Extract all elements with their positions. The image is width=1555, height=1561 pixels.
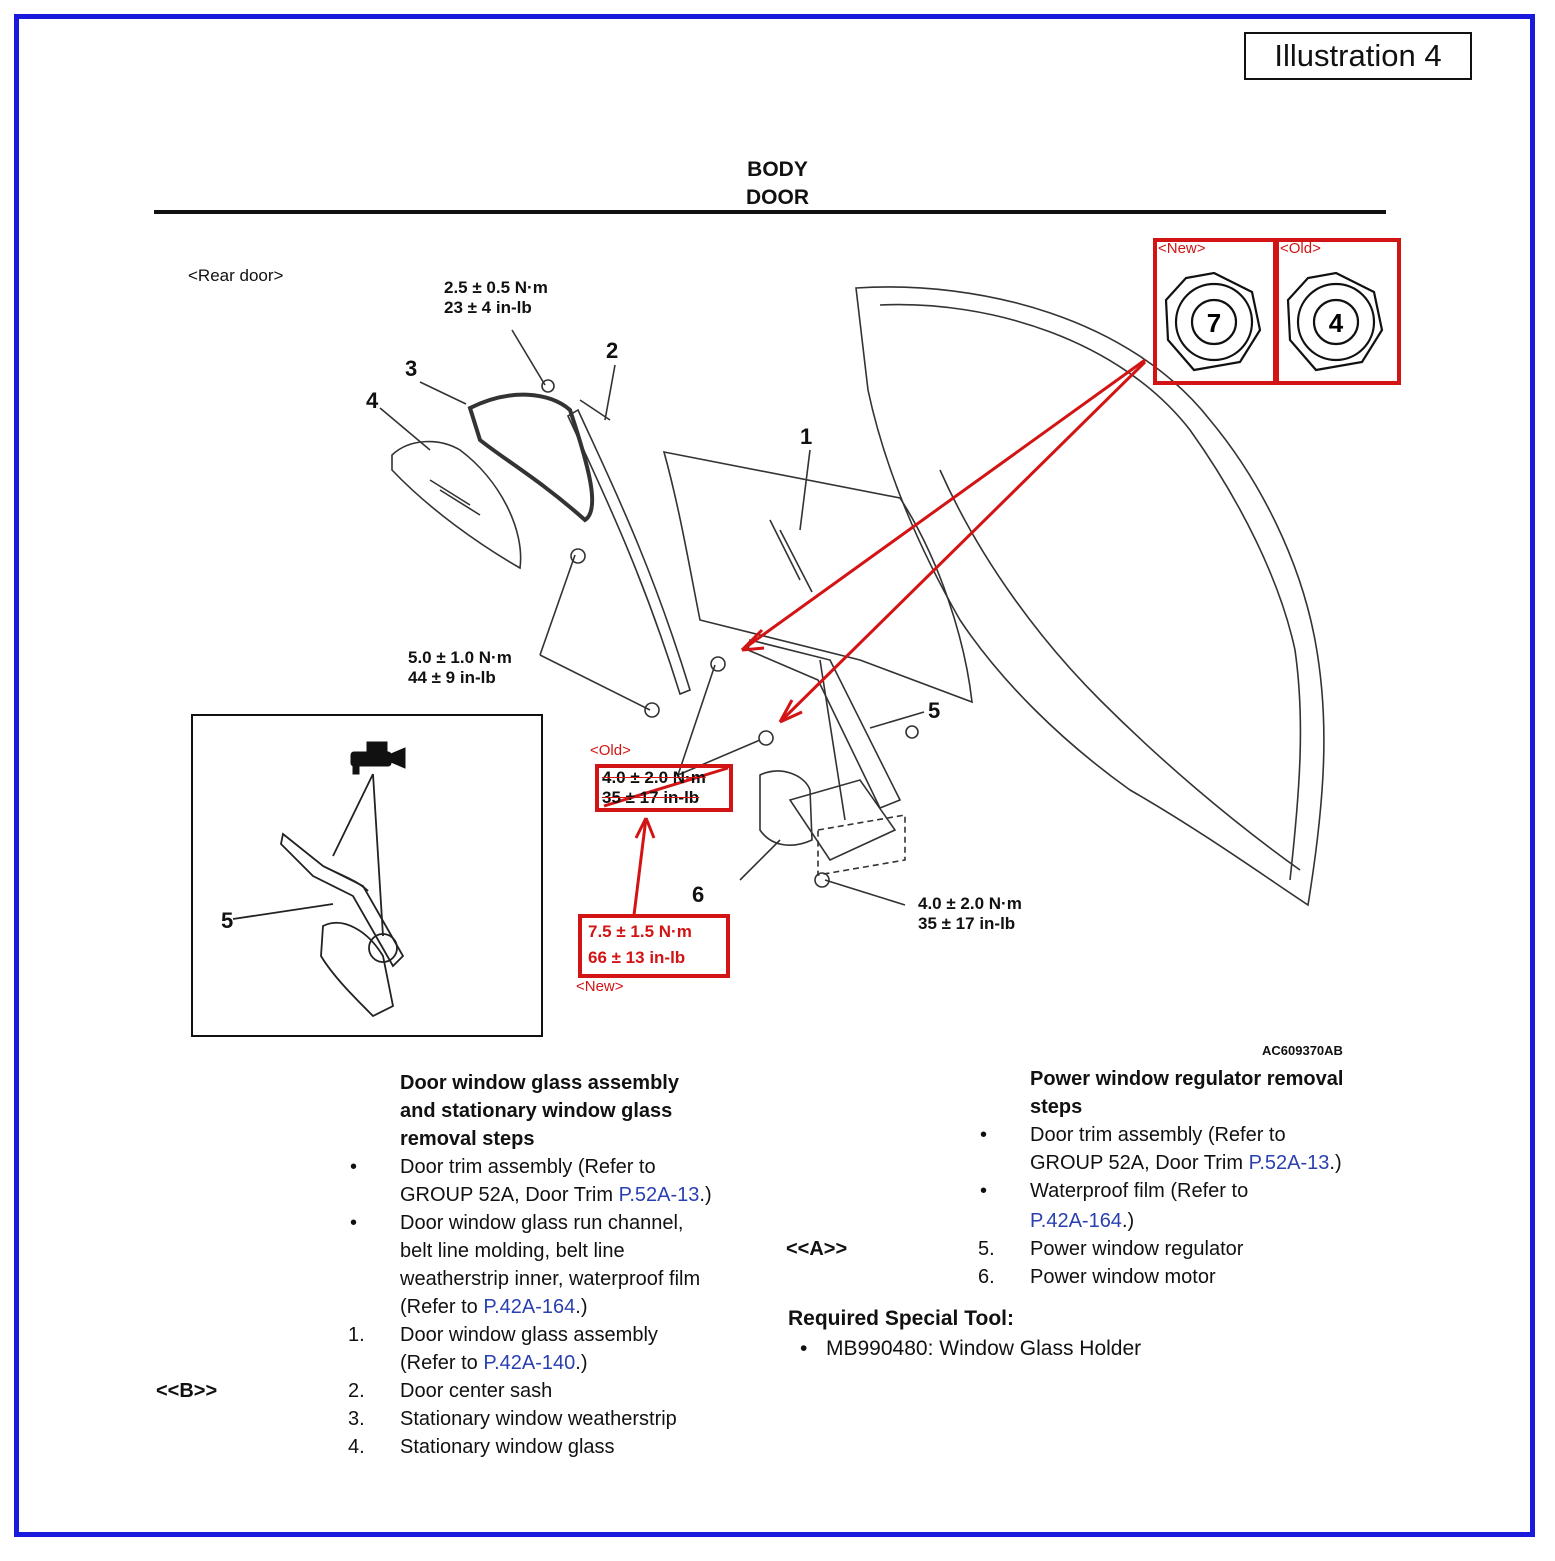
arrow-to-upper-bolt xyxy=(741,358,1146,652)
link-p42a-164-right[interactable]: P.42A-164 xyxy=(1030,1210,1122,1232)
regulator-detail-inset: 5 xyxy=(191,714,543,1037)
arrow-new-to-old xyxy=(632,817,648,916)
left-b1-line2: GROUP 52A, Door Trim P.52A-13.) xyxy=(400,1184,712,1206)
step-4-number: 4. xyxy=(348,1436,365,1458)
torque-mid-nm: 5.0 ± 1.0 N·m xyxy=(408,648,512,667)
torque-bottom-nm: 4.0 ± 2.0 N·m xyxy=(918,894,1022,913)
step-1-line2: (Refer to P.42A-140.) xyxy=(400,1352,588,1374)
inset-callout-5: 5 xyxy=(221,908,234,933)
arrow-to-lower-bolt xyxy=(778,360,1147,724)
callout-4: 4 xyxy=(366,388,379,413)
step-3-text: Stationary window weatherstrip xyxy=(400,1408,677,1430)
marker-a: <<A>> xyxy=(786,1238,848,1260)
bolt-old-head-icon xyxy=(1286,271,1384,372)
left-b2-line3: weatherstrip inner, waterproof film xyxy=(400,1268,701,1290)
callout-3: 3 xyxy=(405,356,418,381)
step-2-number: 2. xyxy=(348,1380,365,1402)
step-6-number: 6. xyxy=(978,1266,995,1288)
page-frame xyxy=(14,14,1535,1537)
step-1-number: 1. xyxy=(348,1324,365,1346)
torque-top-nm: 2.5 ± 0.5 N·m xyxy=(444,278,548,297)
callout-2: 2 xyxy=(606,338,619,363)
right-section-title-1: Power window regulator removal xyxy=(1030,1068,1344,1090)
torque-top-inlb: 23 ± 4 in-lb xyxy=(444,298,532,317)
step-5-number: 5. xyxy=(978,1238,995,1260)
left-b2-line4: (Refer to P.42A-164.) xyxy=(400,1296,588,1318)
marker-b: <<B>> xyxy=(156,1380,218,1402)
step-4-text: Stationary window glass xyxy=(400,1436,615,1458)
header-rule xyxy=(154,210,1386,214)
door-center-sash-2 xyxy=(566,408,691,696)
left-b2-line2: belt line molding, belt line xyxy=(400,1240,625,1262)
stationary-window-weatherstrip-3 xyxy=(467,392,595,523)
step-3-number: 3. xyxy=(348,1408,365,1430)
link-p52a-13-right[interactable]: P.52A-13 xyxy=(1248,1152,1330,1174)
old-torque-nm: 4.0 ± 2.0 N·m xyxy=(602,768,706,787)
tag-old-torque: <Old> xyxy=(590,742,631,759)
illustration-label: Illustration 4 xyxy=(1244,32,1472,80)
bullet-icon: • xyxy=(980,1180,988,1202)
special-tool-item: MB990480: Window Glass Holder xyxy=(826,1337,1142,1360)
new-torque-inlb: 66 ± 13 in-lb xyxy=(588,948,686,967)
step-2-text: Door center sash xyxy=(400,1380,553,1402)
torque-bottom-inlb: 35 ± 17 in-lb xyxy=(918,914,1016,933)
bolt-new-mark: 7 xyxy=(1207,308,1221,338)
grease-gun-icon xyxy=(350,741,406,775)
tag-old-bolt: <Old> xyxy=(1280,240,1321,257)
power-window-motor-6 xyxy=(759,770,813,846)
bullet-icon: • xyxy=(350,1212,358,1234)
step-1-line1: Door window glass assembly xyxy=(400,1324,658,1346)
link-p42a-140[interactable]: P.42A-140 xyxy=(483,1352,576,1374)
section-title-body: BODY xyxy=(747,158,808,181)
old-torque-inlb: 35 ± 17 in-lb xyxy=(602,788,700,807)
right-b2-line1: Waterproof film (Refer to xyxy=(1030,1180,1249,1202)
bullet-icon: • xyxy=(350,1156,358,1178)
link-p42a-164[interactable]: P.42A-164 xyxy=(483,1296,576,1318)
tag-new-bolt: <New> xyxy=(1158,240,1206,257)
bolt-old-mark: 4 xyxy=(1329,308,1344,338)
left-b1-line1: Door trim assembly (Refer to xyxy=(400,1156,656,1178)
callout-1: 1 xyxy=(800,424,813,449)
step-6-text: Power window motor xyxy=(1030,1266,1216,1288)
stationary-window-glass-4 xyxy=(391,440,522,570)
bolt-new-head-icon xyxy=(1164,271,1262,372)
link-p52a-13[interactable]: P.52A-13 xyxy=(618,1184,700,1206)
tag-new-torque: <New> xyxy=(576,978,624,995)
section-title-door: DOOR xyxy=(746,186,809,209)
left-b2-line1: Door window glass run channel, xyxy=(400,1212,684,1234)
left-section-title-3: removal steps xyxy=(400,1128,535,1150)
new-bolt-box xyxy=(1153,238,1277,385)
bullet-icon: • xyxy=(980,1124,988,1146)
callout-6: 6 xyxy=(692,882,705,907)
right-section-title-2: steps xyxy=(1030,1096,1083,1118)
callout-5: 5 xyxy=(928,698,941,723)
left-section-title-2: and stationary window glass xyxy=(400,1100,673,1122)
new-torque-box xyxy=(578,914,730,978)
door-panel-outline xyxy=(855,286,1325,907)
right-b1-line2: GROUP 52A, Door Trim P.52A-13.) xyxy=(1030,1152,1342,1174)
special-tool-heading: Required Special Tool: xyxy=(788,1307,1014,1330)
rear-door-label: <Rear door> xyxy=(188,266,284,285)
power-window-regulator-5 xyxy=(747,639,902,810)
bullet-icon: • xyxy=(800,1337,808,1360)
right-b2-line2: P.42A-164.) xyxy=(1030,1210,1135,1232)
left-section-title-1: Door window glass assembly xyxy=(400,1072,679,1094)
grease-detail-drawing xyxy=(232,741,406,1018)
right-b1-line1: Door trim assembly (Refer to xyxy=(1030,1124,1286,1146)
old-bolt-box xyxy=(1275,238,1401,385)
new-torque-nm: 7.5 ± 1.5 N·m xyxy=(588,922,692,941)
torque-mid-inlb: 44 ± 9 in-lb xyxy=(408,668,496,687)
old-torque-box xyxy=(595,764,733,812)
door-glass-1 xyxy=(662,450,973,704)
step-5-text: Power window regulator xyxy=(1030,1238,1244,1260)
figure-code: AC609370AB xyxy=(1262,1043,1343,1058)
